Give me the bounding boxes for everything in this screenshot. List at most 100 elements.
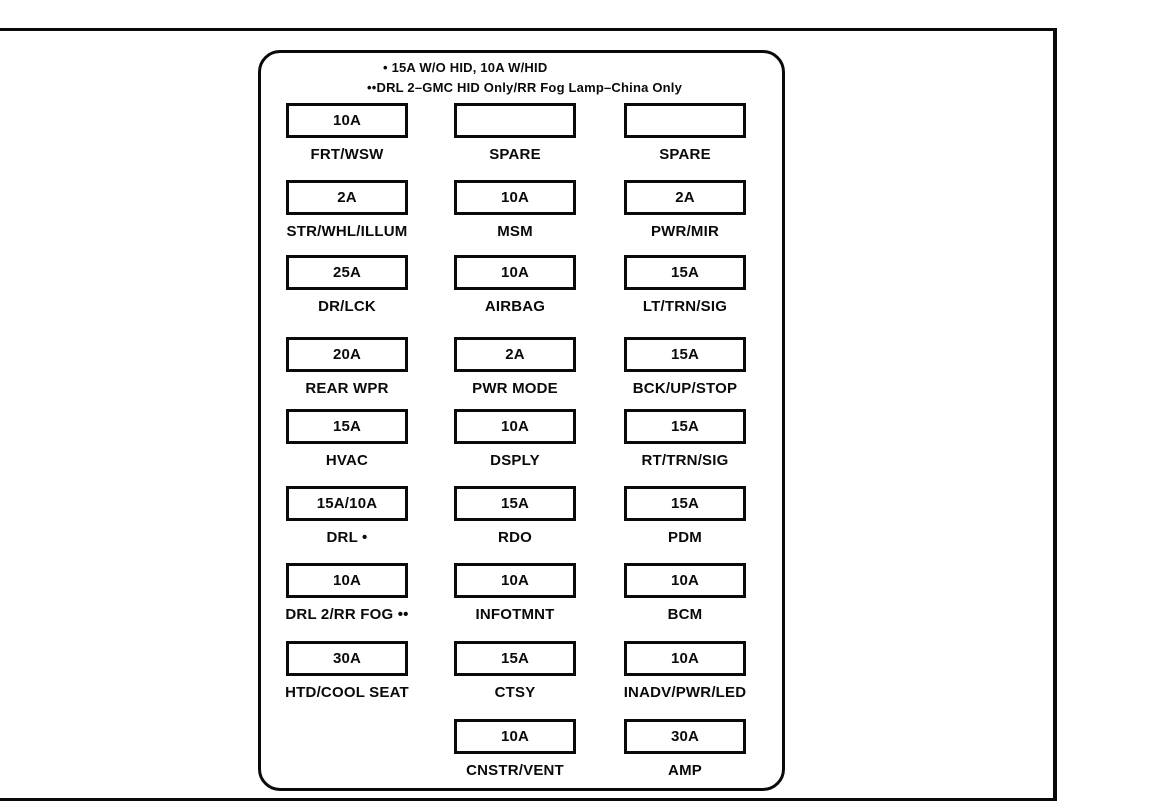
fuse-cell: 15A LT/TRN/SIG: [600, 255, 770, 315]
fuse-amp-value: 30A: [332, 650, 362, 667]
fuse-cell: 2A PWR/MIR: [600, 180, 770, 240]
fuse-label: PDM: [668, 529, 702, 546]
fuse-box: 10A: [286, 103, 408, 138]
footnote-single-bullet: • 15A W/O HID, 10A W/HID: [383, 60, 548, 75]
fuse-label: RT/TRN/SIG: [641, 452, 729, 469]
fuse-label: CNSTR/VENT: [466, 762, 564, 779]
fuse-amp-value: 15A: [332, 418, 362, 435]
fuse-box: 15A: [624, 486, 746, 521]
fuse-amp-value: 15A: [670, 495, 700, 512]
fuse-box: 10A: [286, 563, 408, 598]
fuse-amp-value: 15A: [500, 650, 530, 667]
fuse-box: 15A: [454, 486, 576, 521]
fuse-cell: 2A STR/WHL/ILLUM: [262, 180, 432, 240]
fuse-box: 2A: [286, 180, 408, 215]
fuse-label: PWR/MIR: [650, 223, 720, 240]
fuse-amp-value: 10A: [500, 572, 530, 589]
fuse-box: 10A: [454, 255, 576, 290]
fuse-label: RDO: [498, 529, 532, 546]
fuse-cell: 10A BCM: [600, 563, 770, 623]
fuse-cell: 10A INADV/PWR/LED: [600, 641, 770, 701]
fuse-box: 15A: [624, 255, 746, 290]
fuse-box: 10A: [624, 563, 746, 598]
fuse-cell: 15A RDO: [430, 486, 600, 546]
fuse-label: DRL 2/RR FOG ••: [285, 606, 409, 623]
fuse-amp-value: 15A/10A: [316, 495, 378, 512]
fuse-label: AMP: [668, 762, 702, 779]
fuse-cell: 15A HVAC: [262, 409, 432, 469]
footnote-double-bullet: ••DRL 2–GMC HID Only/RR Fog Lamp–China O…: [367, 80, 683, 95]
fuse-label: HTD/COOL SEAT: [285, 684, 409, 701]
fuse-box: 10A: [624, 641, 746, 676]
fuse-box: 15A: [286, 409, 408, 444]
fuse-label: BCK/UP/STOP: [632, 380, 738, 397]
fuse-amp-value: 10A: [500, 264, 530, 281]
outer-frame: [0, 28, 1057, 801]
fuse-amp-value: 2A: [337, 189, 357, 206]
fuse-amp-value: 10A: [500, 418, 530, 435]
fuse-label: LT/TRN/SIG: [642, 298, 728, 315]
fuse-cell: SPARE: [600, 103, 770, 163]
fuse-box: 30A: [624, 719, 746, 754]
fuse-label: SPARE: [659, 146, 711, 163]
fuse-cell: 30A AMP: [600, 719, 770, 779]
fuse-label: MSM: [497, 223, 533, 240]
fuse-cell: 10A CNSTR/VENT: [430, 719, 600, 779]
fuse-cell: 30A HTD/COOL SEAT: [262, 641, 432, 701]
fuse-label: CTSY: [494, 684, 536, 701]
fuse-cell: 20A REAR WPR: [262, 337, 432, 397]
fuse-amp-value: 2A: [505, 346, 525, 363]
fuse-label: SPARE: [489, 146, 541, 163]
fuse-cell: 10A DSPLY: [430, 409, 600, 469]
fuse-label: HVAC: [325, 452, 369, 469]
fuse-label: INFOTMNT: [475, 606, 555, 623]
fuse-label: REAR WPR: [305, 380, 389, 397]
fuse-cell: 10A INFOTMNT: [430, 563, 600, 623]
fuse-label: PWR MODE: [472, 380, 558, 397]
fuse-label: INADV/PWR/LED: [623, 684, 747, 701]
fuse-amp-value: 15A: [670, 264, 700, 281]
fuse-label: BCM: [667, 606, 703, 623]
fuse-box: 15A: [624, 409, 746, 444]
fuse-cell: 10A DRL 2/RR FOG ••: [262, 563, 432, 623]
fuse-box: 20A: [286, 337, 408, 372]
fuse-cell: 10A MSM: [430, 180, 600, 240]
fuse-cell: SPARE: [430, 103, 600, 163]
fuse-amp-value: 20A: [332, 346, 362, 363]
fuse-cell: 10A AIRBAG: [430, 255, 600, 315]
fuse-cell: 10A FRT/WSW: [262, 103, 432, 163]
fuse-cell: 15A RT/TRN/SIG: [600, 409, 770, 469]
fuse-amp-value: 15A: [500, 495, 530, 512]
fuse-amp-value: 10A: [670, 572, 700, 589]
fuse-label: DRL •: [326, 529, 368, 546]
fuse-label: FRT/WSW: [310, 146, 384, 163]
fuse-label: DR/LCK: [318, 298, 376, 315]
fuse-amp-value: 2A: [675, 189, 695, 206]
fuse-amp-value: 10A: [332, 112, 362, 129]
fuse-cell: 15A PDM: [600, 486, 770, 546]
fuse-box: 15A: [454, 641, 576, 676]
fuse-box: 10A: [454, 180, 576, 215]
fuse-amp-value: 10A: [670, 650, 700, 667]
fuse-box: 25A: [286, 255, 408, 290]
fuse-box: 2A: [624, 180, 746, 215]
fuse-amp-value: 10A: [500, 728, 530, 745]
fuse-label: STR/WHL/ILLUM: [286, 223, 408, 240]
fuse-amp-value: 10A: [500, 189, 530, 206]
fuse-box: 2A: [454, 337, 576, 372]
fuse-amp-value: 15A: [670, 346, 700, 363]
fuse-box: 10A: [454, 563, 576, 598]
fuse-amp-value: 30A: [670, 728, 700, 745]
fuse-box: 10A: [454, 719, 576, 754]
fuse-cell: 15A BCK/UP/STOP: [600, 337, 770, 397]
fuse-box: 10A: [454, 409, 576, 444]
fuse-box: 30A: [286, 641, 408, 676]
fuse-box: [624, 103, 746, 138]
fuse-label: DSPLY: [490, 452, 540, 469]
fuse-amp-value: 10A: [332, 572, 362, 589]
fuse-box: 15A/10A: [286, 486, 408, 521]
fuse-box: 15A: [624, 337, 746, 372]
fuse-amp-value: 25A: [332, 264, 362, 281]
fuse-cell: 2A PWR MODE: [430, 337, 600, 397]
